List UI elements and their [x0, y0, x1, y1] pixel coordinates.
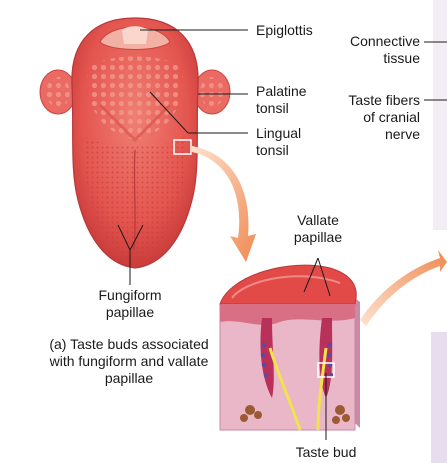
label-taste-bud: Taste bud: [295, 444, 357, 460]
zoom-arrow-2: [360, 250, 447, 326]
panel-b-edge: [433, 0, 447, 230]
nerve-fiber-right: [316, 347, 328, 431]
label-fungiform-papillae: Fungiform papillae: [98, 287, 162, 320]
fungiform-leader-b: [129, 224, 144, 251]
label-palatine-tonsil: Palatine tonsil: [256, 83, 307, 116]
trench-left: [260, 318, 274, 398]
vallate-leader-a: [303, 257, 319, 293]
label-epiglottis: Epiglottis: [256, 22, 313, 38]
label-taste-fibers: Taste fibers of cranial nerve: [348, 92, 420, 142]
zoom-arrow-1: [192, 146, 256, 262]
tongue: [39, 17, 231, 269]
label-connective-tissue: Connective tissue: [349, 33, 420, 66]
right-tonsil-texture: [200, 77, 224, 107]
tongue-zoom-box: [173, 139, 192, 155]
papilla-block: [219, 264, 360, 431]
vallate-row: [98, 103, 172, 143]
nerve-fiber-left: [268, 347, 302, 431]
panel-c-edge: [431, 332, 447, 463]
glands: [240, 405, 350, 424]
lingual-tonsil: [87, 56, 183, 140]
epiglottis-highlight: [122, 26, 148, 44]
caption-a: (a) Taste buds associated with fungiform…: [49, 336, 209, 386]
block-top-highlight: [231, 275, 341, 299]
vallate-leader-b: [317, 257, 331, 297]
fungiform-leader-a: [117, 224, 131, 251]
right-leader-lines: [424, 41, 447, 101]
left-tonsil-texture: [46, 77, 70, 107]
taste-bud-dots: [260, 342, 334, 378]
label-lingual-tonsil: Lingual tonsil: [256, 125, 302, 158]
median-sulcus: [133, 149, 136, 251]
epithelium: [220, 304, 355, 325]
block-top: [219, 264, 357, 305]
lingual-tonsil-leader-a: [149, 91, 189, 134]
tongue-leader-lines: [117, 29, 248, 285]
label-vallate-papillae: Vallate papillae: [293, 212, 343, 245]
papilla-leader-lines: [303, 257, 331, 440]
